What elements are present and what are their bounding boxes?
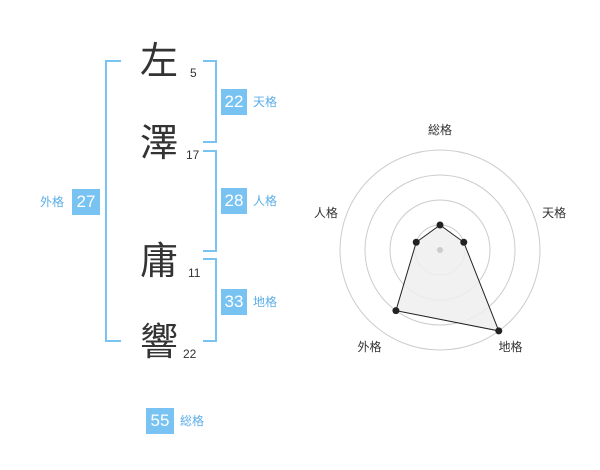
radar-ring-3 bbox=[364, 174, 516, 326]
tenkaku-value: 22 bbox=[221, 89, 247, 115]
radar-axis-label-5: 人格 bbox=[314, 205, 338, 220]
tenkaku-bracket bbox=[203, 60, 217, 143]
radar-axis-label-2: 天格 bbox=[542, 205, 566, 220]
radar-point-5 bbox=[412, 238, 420, 246]
gaikaku-bracket bbox=[105, 60, 121, 342]
soukaku-value: 55 bbox=[146, 408, 174, 434]
radar-axis-label-1: 総格 bbox=[428, 122, 452, 137]
chikaku-label: 地格 bbox=[253, 295, 278, 309]
radar-point-2 bbox=[460, 238, 468, 246]
jinkaku-label: 人格 bbox=[253, 194, 278, 208]
radar-center-point bbox=[437, 247, 443, 253]
gaikaku-label: 外格 bbox=[40, 195, 65, 209]
radar-axis-label-4: 外格 bbox=[357, 339, 381, 354]
stroke-count-3: 11 bbox=[188, 266, 201, 280]
jinkaku-value: 28 bbox=[221, 188, 247, 214]
stroke-count-4: 22 bbox=[183, 347, 197, 361]
radar-data-area bbox=[395, 224, 500, 332]
jinkaku-bracket bbox=[203, 150, 217, 252]
chikaku-bracket bbox=[203, 258, 217, 342]
stroke-count-1: 5 bbox=[190, 66, 197, 80]
name-char-1: 左 bbox=[140, 39, 179, 83]
radar-axis-label-3: 地格 bbox=[499, 339, 523, 354]
radar-ring-4 bbox=[339, 149, 541, 351]
name-char-3: 庸 bbox=[140, 239, 179, 283]
radar-point-1 bbox=[436, 221, 444, 229]
stroke-count-2: 17 bbox=[186, 148, 200, 162]
name-char-4: 響 bbox=[140, 320, 179, 364]
name-char-2: 澤 bbox=[140, 121, 179, 165]
gaikaku-value: 27 bbox=[72, 189, 100, 215]
chikaku-value: 33 bbox=[221, 289, 247, 315]
tenkaku-label: 天格 bbox=[253, 95, 278, 109]
soukaku-label: 総格 bbox=[180, 414, 205, 428]
radar-point-3 bbox=[495, 327, 503, 335]
radar-point-4 bbox=[392, 307, 400, 315]
